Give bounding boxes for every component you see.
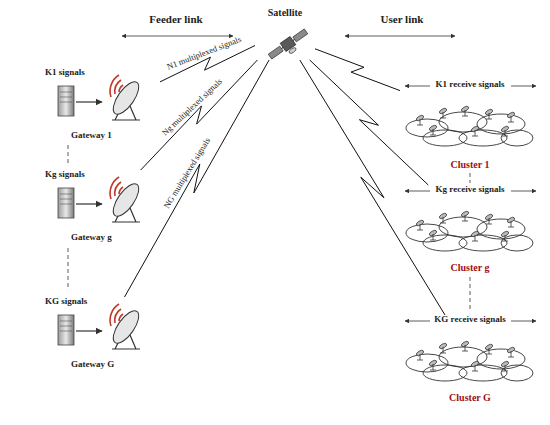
edge-label: N1 multiplexed signals [165,35,242,71]
beam-cluster [406,340,533,381]
node-heading: K1 receive signals [400,80,540,89]
continuation-dash [470,277,471,310]
gateway-node: K1 signalsGateway 1 [45,68,160,140]
edge-label: NG multiplexed signals [163,136,212,209]
beam-cluster [406,105,533,146]
beam-cluster [406,210,533,251]
satellite-icon [267,27,312,65]
gateway-icon [58,177,143,222]
node-caption: Cluster g [400,263,540,273]
node-heading: KG signals [45,297,87,306]
span-arrow [345,36,455,37]
cluster-node: KG receive signalsCluster G [400,315,540,403]
continuation-dash [68,145,69,164]
node-heading: Kg receive signals [400,185,540,194]
continuation-dash [470,173,471,183]
gateway-node: Kg signalsGateway g [45,170,160,242]
cluster-node: K1 receive signalsCluster 1 [400,80,540,170]
node-heading: Satellite [255,8,315,18]
radio-link [125,60,270,297]
radio-link [310,60,429,185]
link-label: User link [381,14,424,25]
solar-panel [293,29,308,42]
edge-label: Ng multiplexed signals [160,77,223,137]
continuation-dash [68,248,69,290]
node-caption: Cluster 1 [400,160,540,170]
solar-panel [268,46,283,59]
gateway-node: KG signalsGateway G [45,297,160,369]
node-caption: Cluster G [400,393,540,403]
node-heading: K1 signals [45,68,85,77]
node-caption: Gateway 1 [71,131,112,140]
satellite-node: Satellite [255,8,315,60]
span-arrow [122,36,233,37]
radio-link [300,60,445,315]
gateway-icon [58,75,143,120]
node-heading: Kg signals [45,170,85,179]
gateway-icon [58,304,143,349]
link-label: Feeder link [149,14,202,25]
cluster-node: Kg receive signalsCluster g [400,185,540,273]
node-caption: Gateway g [71,233,112,242]
radio-link [315,49,400,91]
node-caption: Gateway G [71,360,114,369]
satellite-antenna [288,47,297,55]
node-heading: KG receive signals [400,315,540,324]
